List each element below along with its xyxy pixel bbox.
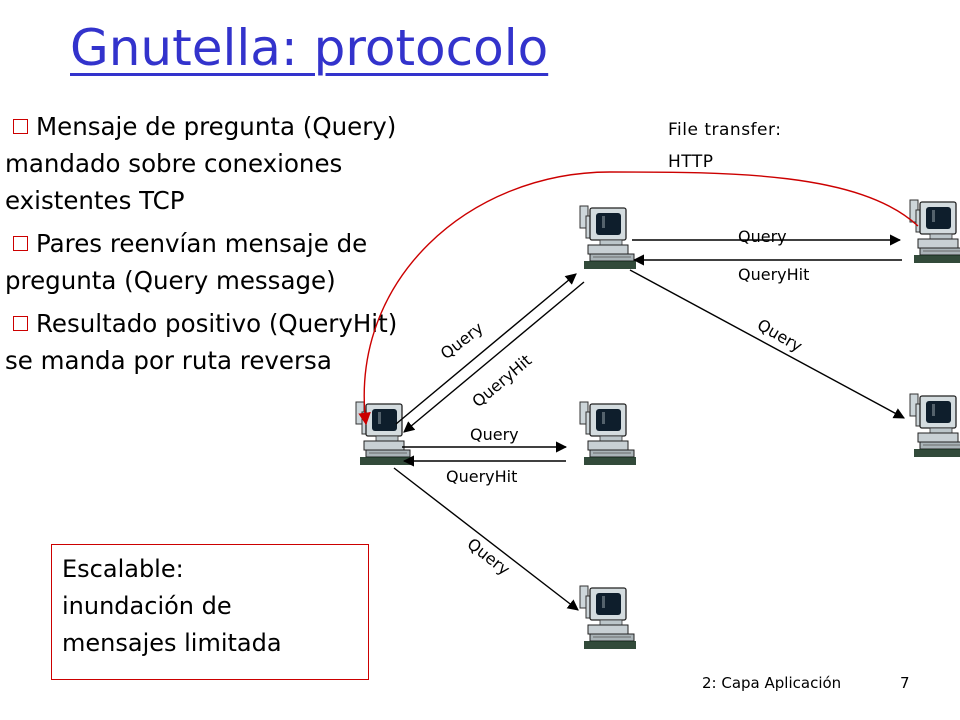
bullet-item: Resultado positivo (QueryHit) se manda p… (5, 305, 405, 379)
bullet-text: Pares reenvían mensaje de pregunta (Quer… (5, 229, 368, 295)
query-label: Query (437, 318, 487, 363)
square-bullet-icon (13, 236, 28, 251)
box-line: mensajes limitada (62, 629, 282, 657)
footer-chapter: 2: Capa Aplicación (702, 674, 842, 692)
bullet-text: Resultado positivo (QueryHit) se manda p… (5, 309, 398, 375)
bullet-list: Mensaje de pregunta (Query) mandado sobr… (5, 108, 405, 385)
square-bullet-icon (13, 316, 28, 331)
peer-computer-icon (909, 199, 960, 264)
queryhit-arrow (403, 281, 585, 433)
queryhit-label: QueryHit (446, 467, 517, 486)
scalability-note-box: Escalable: inundación de mensajes limita… (51, 544, 369, 680)
query-arrow (629, 269, 905, 419)
footer-page-number: 7 (900, 674, 910, 692)
queryhit-label: QueryHit (468, 351, 535, 411)
file-transfer-line: HTTP (668, 152, 714, 172)
file-transfer-line: File transfer: (668, 120, 782, 140)
box-line: inundación de (62, 592, 232, 620)
bullet-item: Mensaje de pregunta (Query) mandado sobr… (5, 108, 405, 219)
file-transfer-label: File transfer: HTTP (668, 114, 781, 178)
bullet-item: Pares reenvían mensaje de pregunta (Quer… (5, 225, 405, 299)
box-line: Escalable: (62, 555, 184, 583)
queryhit-label: QueryHit (738, 265, 809, 284)
square-bullet-icon (13, 119, 28, 134)
bullet-text: Mensaje de pregunta (Query) mandado sobr… (5, 112, 397, 215)
peer-computer-icon (909, 393, 960, 458)
query-label: Query (754, 315, 806, 356)
query-arrow (395, 273, 577, 425)
peer-computer-icon (579, 585, 637, 650)
query-arrow (393, 467, 579, 611)
query-label: Query (470, 425, 519, 444)
query-label: Query (738, 227, 787, 246)
http-file-transfer-arrow (358, 171, 919, 426)
peer-computer-icon (579, 205, 637, 270)
peer-computer-icon (579, 401, 637, 466)
page-title: Gnutella: protocolo (70, 19, 549, 77)
